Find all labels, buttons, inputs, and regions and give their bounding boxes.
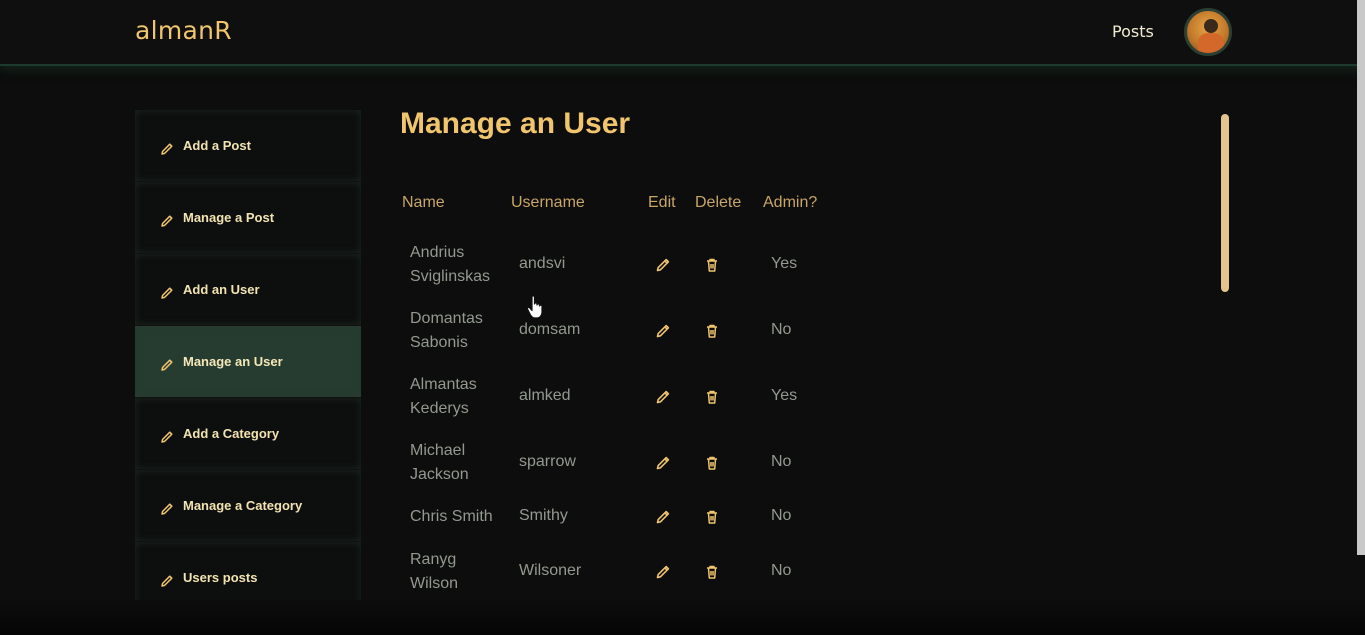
sidebar-item-manage-category[interactable]: Manage a Category: [135, 470, 361, 542]
trash-icon[interactable]: [703, 388, 721, 406]
avatar-body: [1198, 33, 1224, 53]
window-scrollbar[interactable]: [1357, 0, 1365, 555]
user-username: andsvi: [519, 255, 566, 272]
sidebar-item-manage-post[interactable]: Manage a Post: [135, 182, 361, 254]
column-header-admin: Admin?: [763, 194, 818, 211]
pencil-icon[interactable]: [654, 388, 672, 406]
pencil-icon[interactable]: [654, 256, 672, 274]
trash-icon[interactable]: [703, 256, 721, 274]
content-scrollbar-thumb[interactable]: [1221, 114, 1229, 292]
table-row: Chris Smith Smithy No: [402, 505, 862, 531]
table-row: Almantas Kederys almked Yes: [402, 373, 862, 423]
sidebar-item-add-category[interactable]: Add a Category: [135, 398, 361, 470]
user-name: Andrius Sviglinskas: [410, 244, 491, 285]
admin-status: No: [771, 321, 792, 338]
table-row: Ranyg Wilson Wilsoner No: [402, 548, 862, 598]
column-header-edit: Edit: [648, 194, 676, 211]
pencil-icon: [161, 286, 173, 299]
user-name: Almantas Kederys: [410, 376, 477, 417]
bottom-shadow: [0, 600, 1365, 635]
sidebar-item-add-user[interactable]: Add an User: [135, 254, 361, 326]
user-name: Michael Jackson: [410, 442, 469, 483]
sidebar-item-label: Add a Category: [183, 426, 280, 441]
trash-icon[interactable]: [703, 322, 721, 340]
user-username: Wilsoner: [519, 562, 582, 579]
pencil-icon: [161, 574, 173, 587]
sidebar-item-label: Users posts: [183, 570, 258, 585]
pencil-icon: [161, 502, 173, 515]
sidebar-item-label: Manage a Post: [183, 210, 275, 225]
sidebar-item-manage-user[interactable]: Manage an User: [135, 326, 361, 398]
user-name: Ranyg Wilson: [410, 551, 459, 592]
admin-status: Yes: [771, 387, 798, 404]
hand-cursor-icon: [526, 295, 543, 319]
top-navbar: almanR Posts: [0, 0, 1365, 66]
admin-status: No: [771, 453, 792, 470]
table-row: Andrius Sviglinskas andsvi Yes: [402, 241, 862, 291]
sidebar-item-label: Manage a Category: [183, 498, 303, 513]
pencil-icon[interactable]: [654, 508, 672, 526]
column-header-username: Username: [511, 194, 585, 211]
user-username: almked: [519, 387, 571, 404]
brand-logo[interactable]: almanR: [135, 16, 232, 45]
user-username: sparrow: [519, 453, 576, 470]
table-row: Domantas Sabonis domsam No: [402, 307, 862, 357]
pencil-icon[interactable]: [654, 322, 672, 340]
admin-status: No: [771, 507, 792, 524]
sidebar-item-label: Add an User: [183, 282, 260, 297]
column-header-name: Name: [402, 194, 445, 211]
pencil-icon: [161, 142, 173, 155]
admin-sidebar: Add a Post Manage a Post Add an User Man…: [135, 110, 361, 614]
pencil-icon[interactable]: [654, 563, 672, 581]
trash-icon[interactable]: [703, 508, 721, 526]
sidebar-item-label: Manage an User: [183, 354, 283, 369]
column-header-delete: Delete: [695, 194, 742, 211]
table-row: Michael Jackson sparrow No: [402, 439, 862, 489]
trash-icon[interactable]: [703, 454, 721, 472]
user-avatar[interactable]: [1184, 8, 1232, 56]
sidebar-item-add-post[interactable]: Add a Post: [135, 110, 361, 182]
pencil-icon[interactable]: [654, 454, 672, 472]
pencil-icon: [161, 358, 173, 371]
user-name: Chris Smith: [410, 508, 493, 525]
trash-icon[interactable]: [703, 563, 721, 581]
pencil-icon: [161, 430, 173, 443]
user-username: domsam: [519, 321, 581, 338]
sidebar-item-label: Add a Post: [183, 138, 251, 153]
user-name: Domantas Sabonis: [410, 310, 483, 351]
nav-posts-link[interactable]: Posts: [1112, 22, 1154, 41]
admin-status: Yes: [771, 255, 798, 272]
page-title: Manage an User: [400, 107, 631, 140]
avatar-head: [1204, 19, 1218, 33]
pencil-icon: [161, 214, 173, 227]
admin-status: No: [771, 562, 792, 579]
user-username: Smithy: [519, 507, 568, 524]
